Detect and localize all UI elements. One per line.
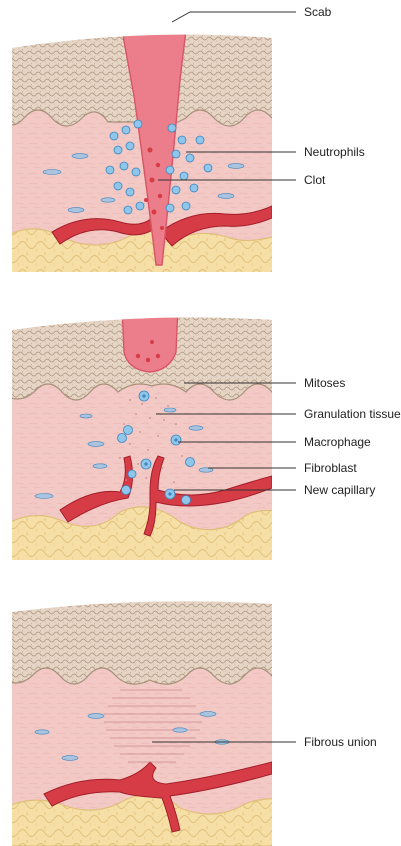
label-fibroblast: Fibroblast (304, 461, 357, 475)
leader-scab (172, 12, 296, 22)
panel-inflammatory (0, 0, 300, 300)
label-granulation-tissue: Granulation tissue (304, 407, 401, 421)
labels: Scab Neutrophils Clot Mitoses Granulatio… (304, 5, 401, 749)
label-neutrophils: Neutrophils (304, 145, 365, 159)
wound-scab (122, 300, 178, 372)
label-mitoses: Mitoses (304, 376, 345, 390)
panel-maturation (0, 590, 300, 846)
label-clot: Clot (304, 173, 326, 187)
label-macrophage: Macrophage (304, 435, 371, 449)
label-fibrous-union: Fibrous union (304, 735, 377, 749)
label-scab: Scab (304, 5, 332, 19)
subcutaneous-fat (0, 795, 300, 846)
panel-proliferative (0, 300, 300, 600)
label-new-capillary: New capillary (304, 483, 375, 497)
